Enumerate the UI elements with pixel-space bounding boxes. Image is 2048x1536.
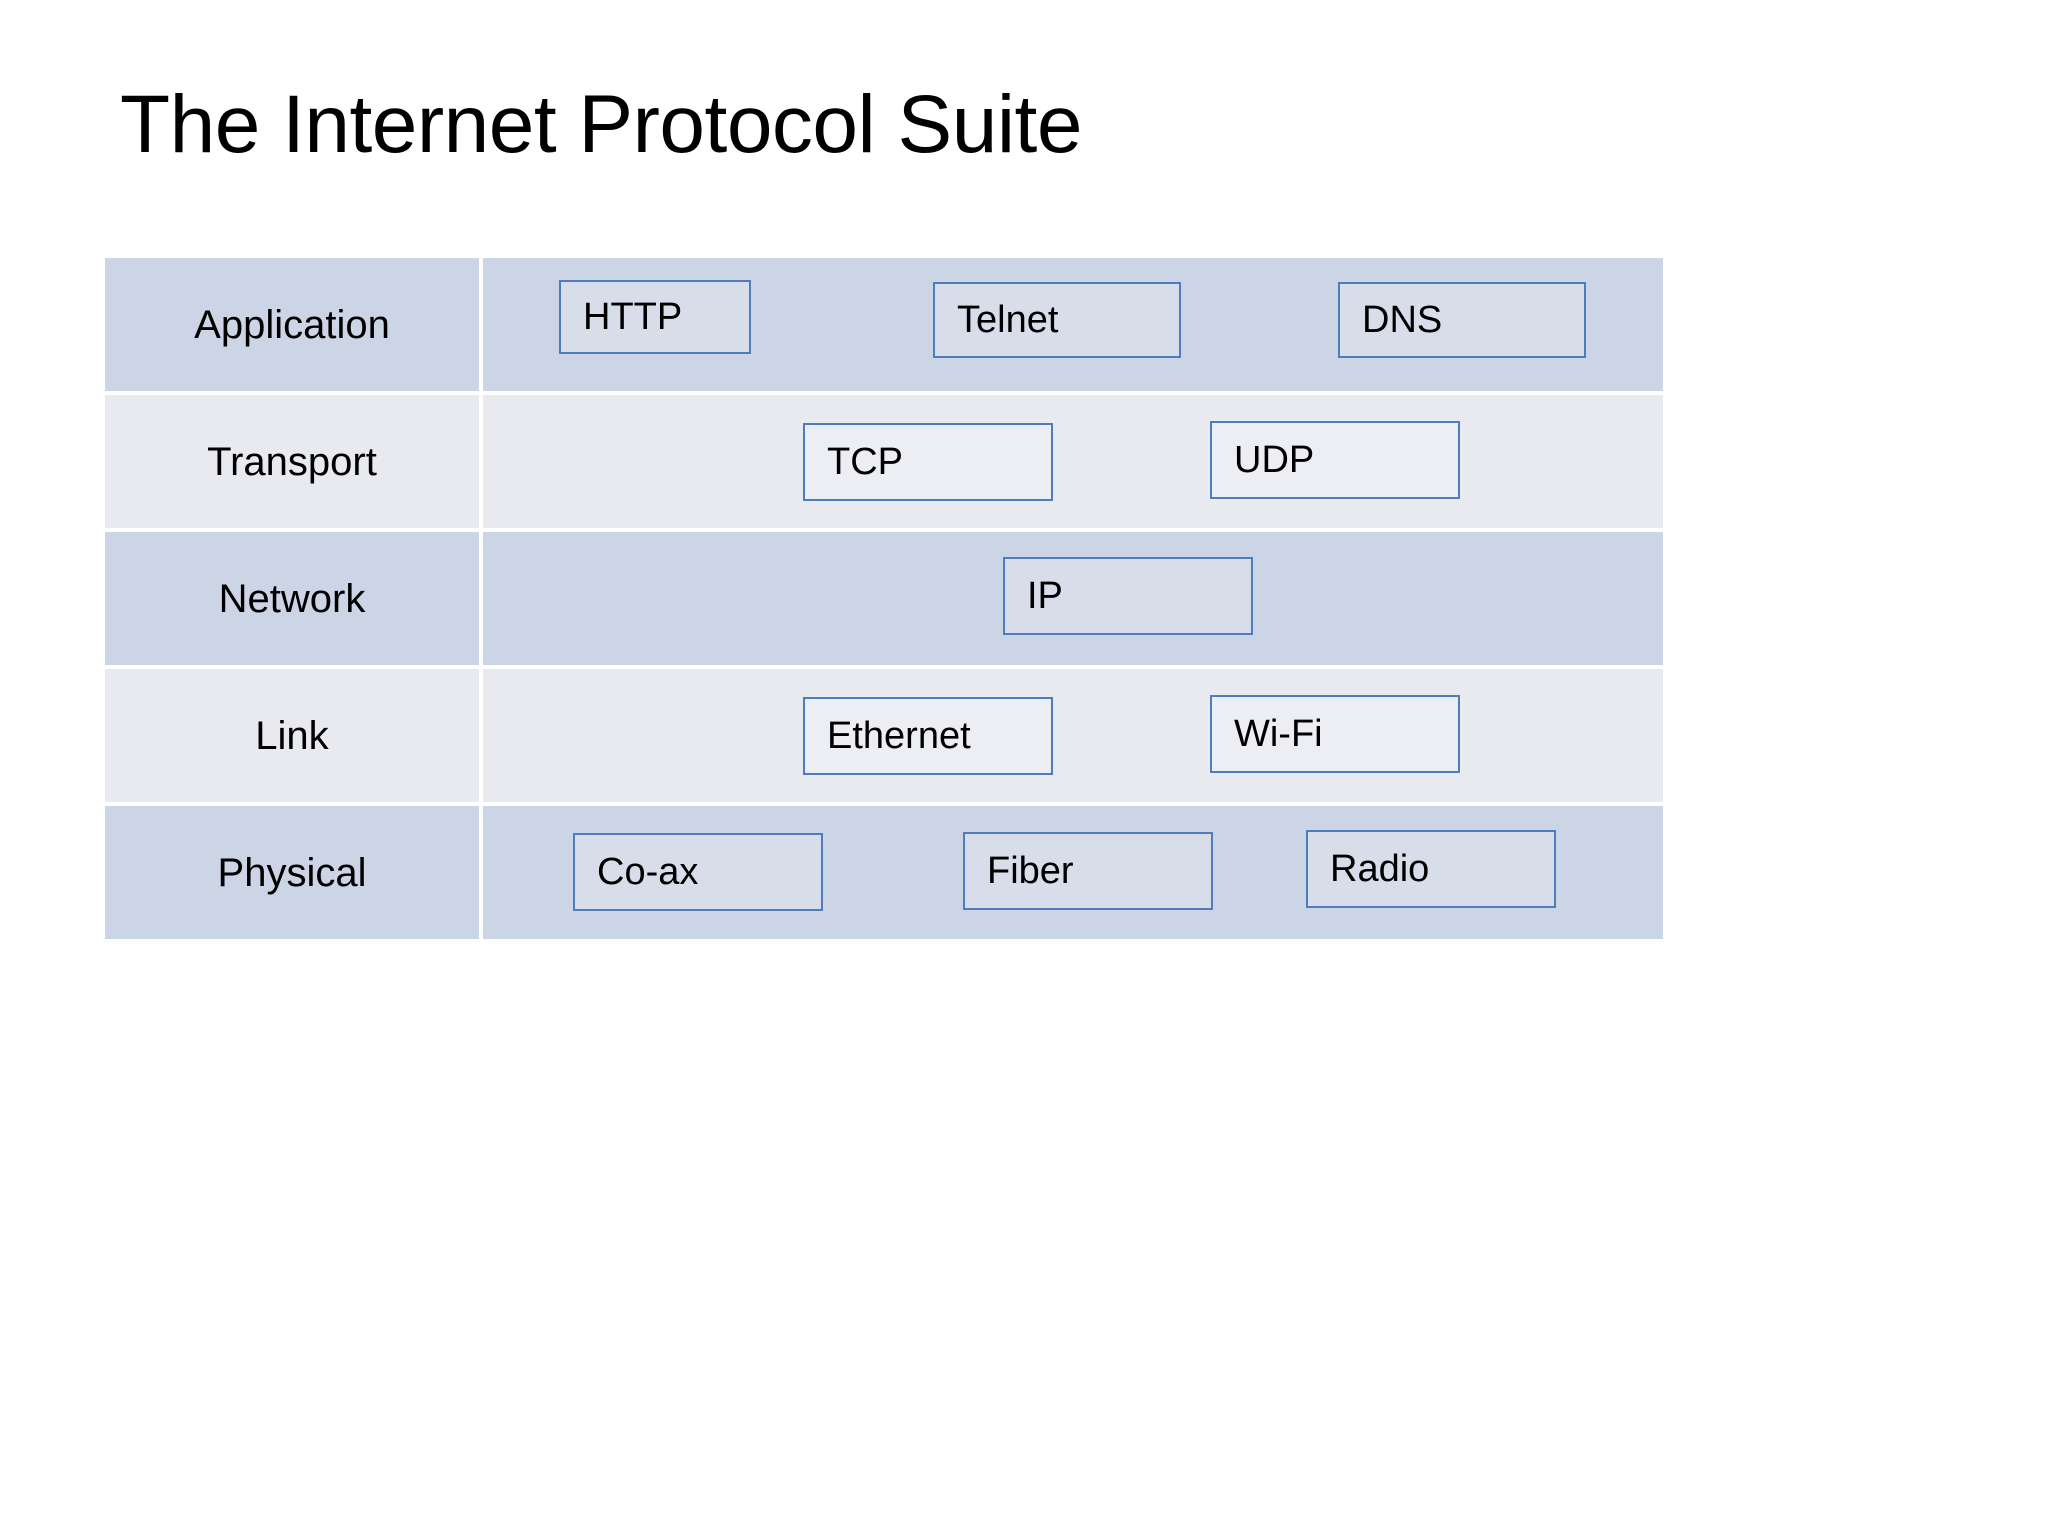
column-divider	[479, 395, 483, 528]
layer-label-cell-physical: Physical	[105, 806, 479, 939]
protocol-stack-table: Application HTTP Telnet DNS Transport	[105, 258, 1663, 940]
protocol-label-udp: UDP	[1234, 439, 1315, 481]
column-divider	[479, 258, 483, 391]
protocol-cell-transport: TCP UDP	[483, 395, 1663, 528]
layer-label-cell-transport: Transport	[105, 395, 479, 528]
protocol-box-dns[interactable]: DNS	[1338, 282, 1586, 358]
protocol-box-udp[interactable]: UDP	[1210, 421, 1460, 499]
protocol-box-radio[interactable]: Radio	[1306, 830, 1556, 908]
protocol-label-http: HTTP	[583, 296, 683, 338]
protocol-label-wifi: Wi-Fi	[1234, 713, 1323, 755]
protocol-box-ip[interactable]: IP	[1003, 557, 1253, 635]
table-row-link: Link Ethernet Wi-Fi	[105, 669, 1663, 802]
protocol-label-ethernet: Ethernet	[827, 715, 971, 757]
layer-name-transport: Transport	[207, 439, 377, 484]
table-row-network: Network IP	[105, 532, 1663, 665]
protocol-cell-link: Ethernet Wi-Fi	[483, 669, 1663, 802]
protocol-box-telnet[interactable]: Telnet	[933, 282, 1181, 358]
layer-name-network: Network	[218, 576, 366, 621]
protocol-box-fiber[interactable]: Fiber	[963, 832, 1213, 910]
protocol-box-tcp[interactable]: TCP	[803, 423, 1053, 501]
column-divider	[479, 669, 483, 802]
protocol-box-wifi[interactable]: Wi-Fi	[1210, 695, 1460, 773]
layer-label-cell-application: Application	[105, 258, 479, 391]
protocol-cell-application: HTTP Telnet DNS	[483, 258, 1663, 391]
layer-label-cell-link: Link	[105, 669, 479, 802]
layer-label-cell-network: Network	[105, 532, 479, 665]
protocol-label-fiber: Fiber	[987, 850, 1074, 892]
protocol-label-ip: IP	[1027, 575, 1063, 617]
layer-name-physical: Physical	[217, 850, 367, 895]
protocol-box-ethernet[interactable]: Ethernet	[803, 697, 1053, 775]
table-row-application: Application HTTP Telnet DNS	[105, 258, 1663, 391]
layer-name-application: Application	[194, 302, 390, 347]
table-row-transport: Transport TCP UDP	[105, 395, 1663, 528]
table-row-physical: Physical Co-ax Fiber Radio	[105, 806, 1663, 939]
page-title: The Internet Protocol Suite	[120, 79, 1082, 170]
column-divider	[479, 806, 483, 939]
protocol-label-radio: Radio	[1330, 848, 1430, 890]
protocol-label-dns: DNS	[1362, 299, 1443, 341]
protocol-cell-network: IP	[483, 532, 1663, 665]
layer-name-link: Link	[255, 713, 329, 758]
protocol-cell-physical: Co-ax Fiber Radio	[483, 806, 1663, 939]
protocol-label-coax: Co-ax	[597, 851, 699, 893]
protocol-label-tcp: TCP	[827, 441, 903, 483]
protocol-box-coax[interactable]: Co-ax	[573, 833, 823, 911]
protocol-label-telnet: Telnet	[957, 299, 1059, 341]
protocol-box-http[interactable]: HTTP	[559, 280, 751, 354]
column-divider	[479, 532, 483, 665]
